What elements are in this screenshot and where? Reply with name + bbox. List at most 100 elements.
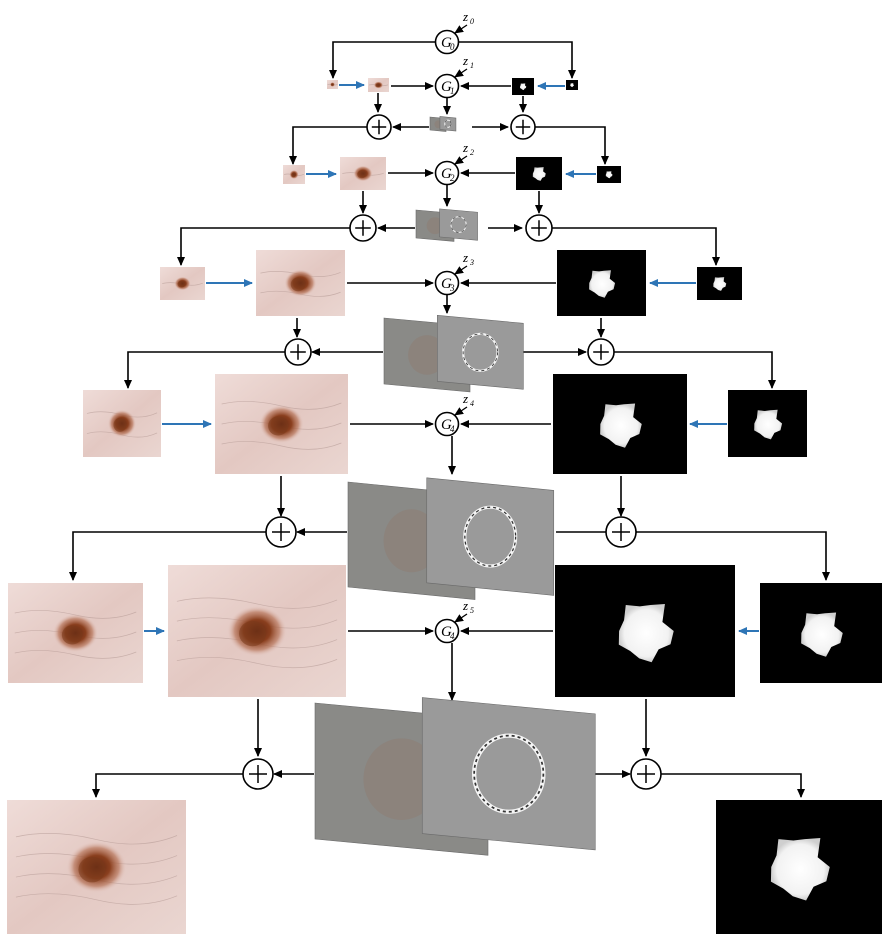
residual-maps: [347, 477, 555, 600]
plus-icon: [515, 119, 531, 135]
residual-maps: [415, 208, 478, 242]
generator-subscript: 2: [450, 173, 455, 183]
noise-label: z: [462, 9, 468, 24]
noise-subscript: 3: [469, 258, 474, 267]
generator-subscript: 4: [450, 424, 455, 434]
generator-node: G2: [434, 160, 460, 186]
mask-blob: [589, 270, 616, 298]
sum-node: [605, 516, 637, 548]
connector: [459, 41, 576, 79]
noise-subscript: 1: [470, 61, 474, 70]
mask-upsampled: [516, 157, 562, 190]
mask-blob: [520, 83, 527, 91]
mask-blob: [570, 83, 574, 88]
mask-blob: [770, 838, 830, 901]
mask-blob: [600, 403, 642, 448]
generator-label: G: [441, 166, 452, 182]
skin-input-small: [83, 390, 161, 457]
mask-blob: [713, 277, 727, 291]
sum-node: [242, 758, 274, 790]
plus-icon: [637, 765, 655, 783]
residual-maps: [383, 315, 524, 393]
skin-upsampled: [368, 78, 389, 92]
connector: [124, 351, 285, 389]
residual-maps: [314, 697, 596, 856]
skin-upsampled: [256, 250, 345, 316]
skin-upsampled: [168, 565, 346, 697]
mask-blob: [801, 612, 843, 657]
plus-icon: [290, 344, 306, 360]
generator-subscript: 3: [449, 283, 455, 293]
generator-label: G: [441, 624, 452, 640]
mask-upsampled: [555, 565, 735, 697]
mask-input-small: [760, 583, 882, 683]
noise-arrow: [454, 68, 468, 78]
connector: [329, 41, 435, 79]
connector: [661, 773, 805, 798]
mask-input-small: [566, 80, 578, 90]
plus-icon: [612, 523, 630, 541]
sum-node: [284, 338, 312, 366]
skin-upsampled: [215, 374, 348, 474]
final-skin-output: [7, 800, 186, 934]
noise-subscript: 2: [470, 148, 474, 157]
noise-label: z: [462, 140, 468, 155]
sum-node: [265, 516, 297, 548]
connector: [289, 126, 367, 165]
generator-node: G4: [434, 618, 460, 644]
generator-label: G: [441, 79, 452, 95]
image-tiles: [7, 78, 882, 934]
sum-node: [349, 214, 377, 242]
generator-node: G3: [434, 270, 460, 296]
noise-arrow: [454, 265, 468, 275]
mask-input-small: [728, 390, 807, 457]
noise-label: z: [462, 53, 468, 68]
skin-upsampled: [340, 157, 386, 190]
generator-subscript: 4: [450, 631, 455, 641]
generator-node: G1: [434, 73, 460, 99]
skin-input-small: [160, 267, 205, 300]
noise-label: z: [462, 250, 468, 265]
plus-icon: [249, 765, 267, 783]
mask-blob: [618, 603, 674, 663]
final-mask-output: [716, 800, 882, 934]
generator-label: G: [441, 417, 452, 433]
connector-lines: [69, 41, 830, 798]
plus-icon: [371, 119, 387, 135]
mask-input-small: [697, 267, 742, 300]
residual-maps: [429, 116, 457, 132]
noise-arrow: [454, 24, 468, 34]
mask-blob: [754, 409, 783, 440]
skin-input-small: [283, 165, 305, 184]
mask-input-small: [597, 166, 621, 183]
mask-blob: [532, 167, 546, 181]
noise-arrow: [454, 155, 468, 165]
generator-node: G4: [434, 411, 460, 437]
skin-input-small: [327, 80, 338, 89]
connector: [69, 531, 266, 581]
connector: [636, 531, 830, 581]
mask-upsampled: [557, 250, 646, 316]
connector: [552, 227, 720, 266]
mask-upsampled: [553, 374, 687, 474]
skin-input-small: [8, 583, 143, 683]
noise-subscript: 4: [470, 399, 474, 408]
sum-node: [630, 758, 662, 790]
plus-icon: [593, 344, 609, 360]
connector: [177, 227, 350, 266]
sum-node: [510, 114, 536, 140]
sum-node: [525, 214, 553, 242]
generator-node: G0: [434, 29, 460, 55]
mask-upsampled: [512, 78, 534, 95]
mask-blob: [605, 171, 613, 179]
sum-node: [366, 114, 392, 140]
noise-subscript: 5: [470, 606, 474, 615]
generator-label: G: [441, 276, 452, 292]
noise-arrow: [454, 406, 468, 416]
